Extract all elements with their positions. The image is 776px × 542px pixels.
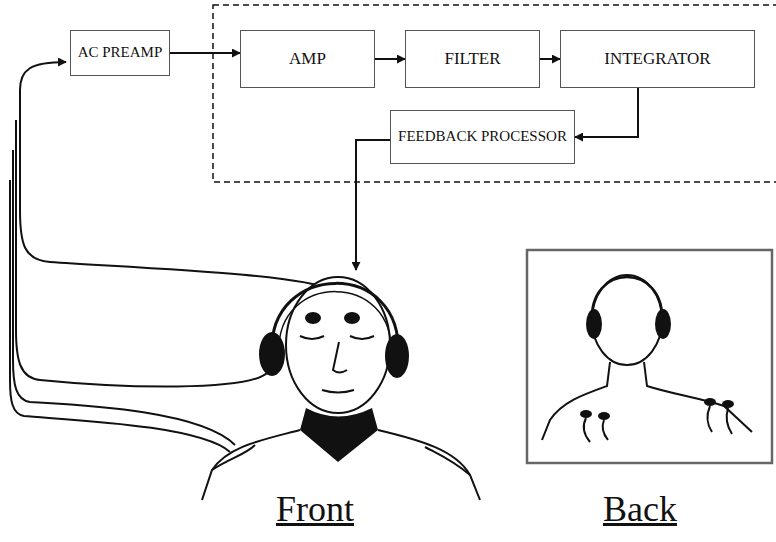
signal-arrow	[540, 58, 560, 60]
process-box: FEEDBACK PROCESSOR	[390, 110, 575, 164]
front-figure	[202, 277, 480, 500]
box-label: AC PREAMP	[78, 45, 163, 61]
view-label: Front	[276, 488, 354, 530]
dashed-region	[213, 5, 776, 182]
signal-arrow	[375, 58, 405, 60]
box-label: FILTER	[444, 50, 500, 68]
view-label: Back	[603, 488, 677, 530]
box-label: AMP	[289, 50, 326, 68]
process-box: AC PREAMP	[70, 30, 170, 76]
process-box: FILTER	[405, 30, 540, 88]
box-label: FEEDBACK PROCESSOR	[398, 129, 567, 145]
back-inset	[527, 250, 772, 463]
signal-arrow	[575, 88, 638, 137]
signal-arrow	[170, 52, 240, 54]
feedback-line	[356, 140, 390, 270]
process-box: AMP	[240, 30, 375, 88]
box-label: INTEGRATOR	[604, 50, 710, 68]
process-box: INTEGRATOR	[560, 30, 755, 88]
